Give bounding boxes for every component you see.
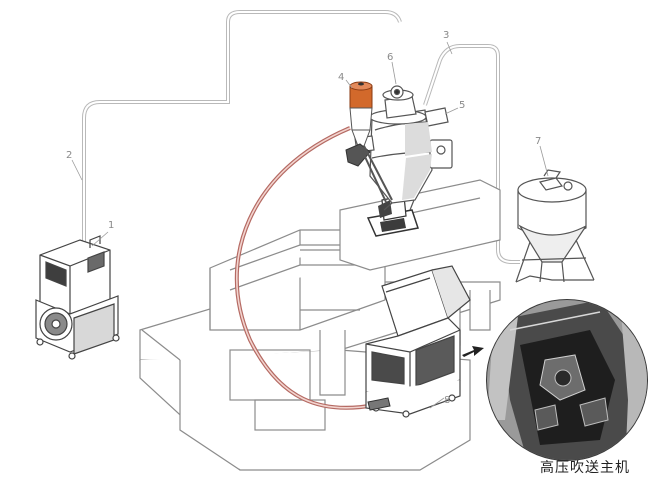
material-hose (234, 126, 376, 410)
conveying-pipe-3-inner (424, 45, 520, 263)
callout-7: 7 (535, 136, 541, 147)
zoom-pointer-arrow (462, 346, 484, 357)
callout-8: 8 (444, 395, 450, 406)
callout-2: 2 (66, 150, 72, 161)
zoom-inset (486, 299, 648, 461)
callout-4: 4 (338, 72, 344, 83)
feed-throat (366, 195, 419, 237)
conveying-pipe-2-inner (83, 11, 401, 250)
blower-unit (35, 235, 120, 360)
zoom-inset-caption: 高压吹送主机 (540, 460, 630, 476)
callout-6: 6 (387, 52, 393, 63)
callout-1: 1 (108, 220, 114, 231)
callout-5: 5 (459, 100, 465, 111)
mixer-tank (515, 169, 595, 283)
callout-leaders (71, 41, 549, 409)
dryer-shading (402, 122, 432, 200)
hopper-receiver (345, 81, 393, 203)
hose-coupler (367, 397, 391, 411)
callout-3: 3 (443, 30, 449, 41)
